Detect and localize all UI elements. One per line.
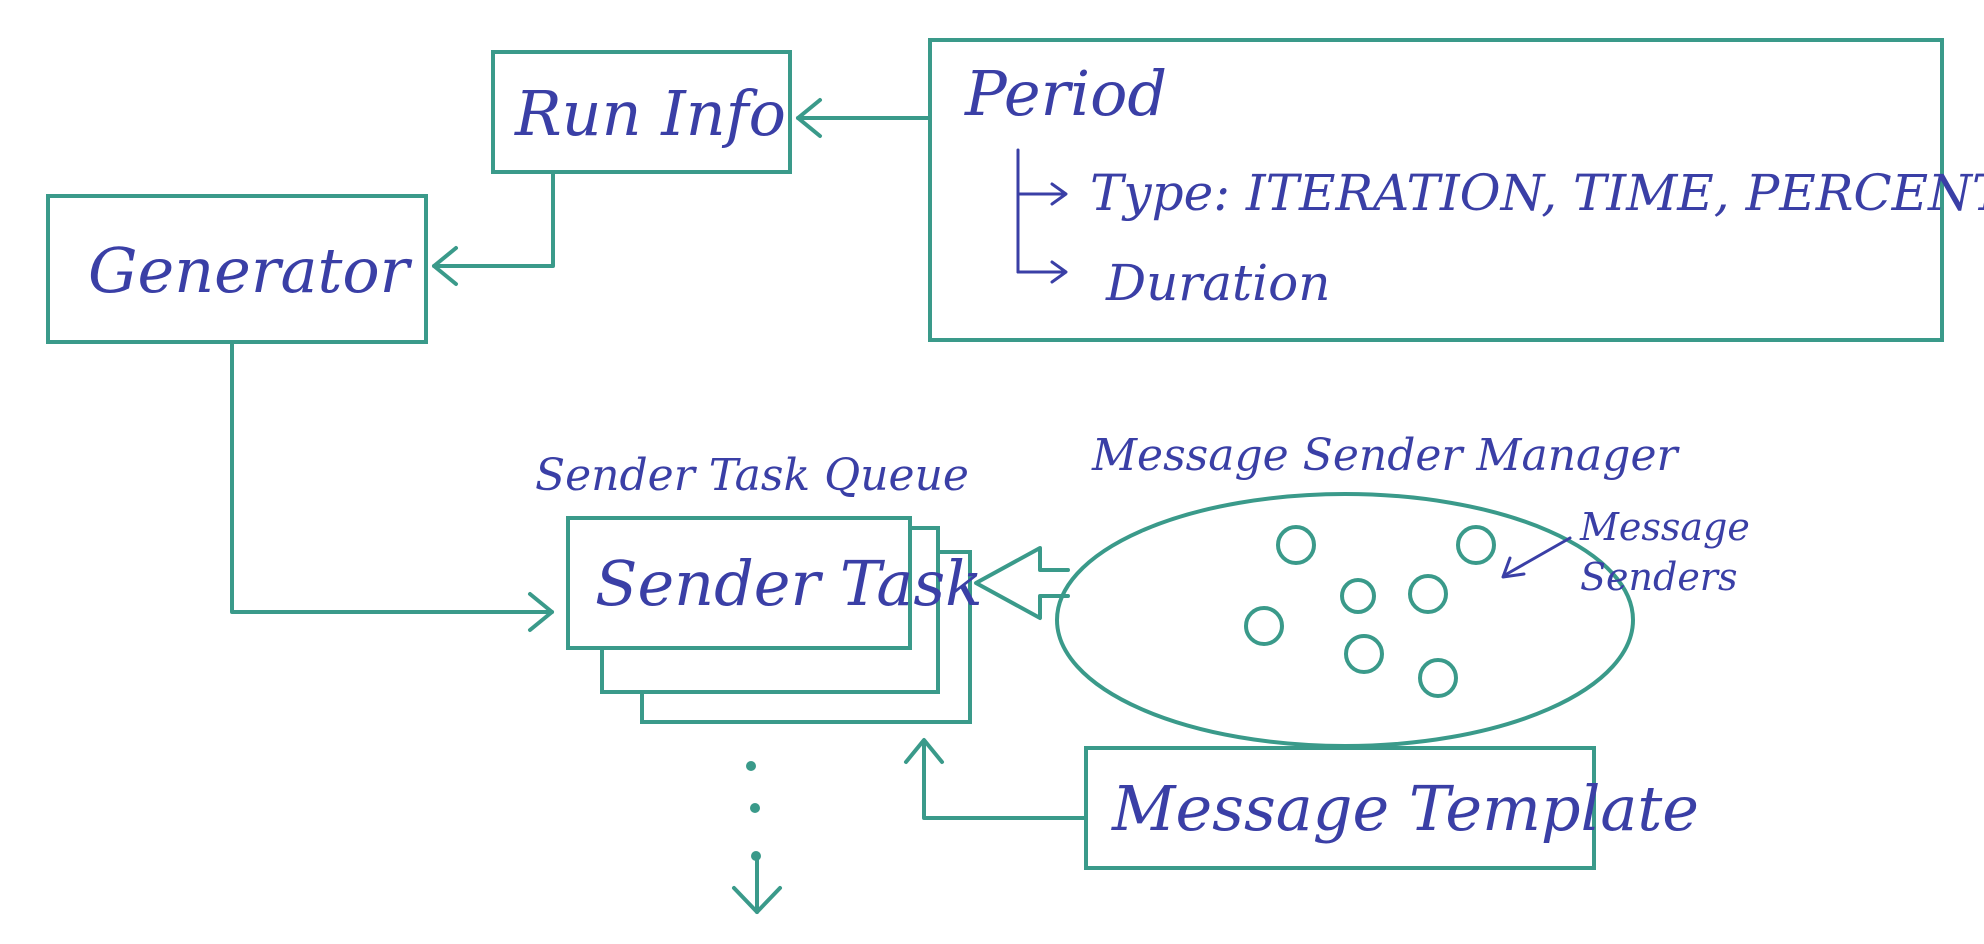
message-sender-circle xyxy=(1244,606,1284,646)
generator-label: Generator xyxy=(88,234,413,307)
message-template-node: Message Template xyxy=(1084,746,1699,870)
period-node: Period Type: ITERATION, TIME, PERCENTAGE… xyxy=(928,38,1984,342)
sender-task-queue: Sender Task xyxy=(566,516,983,724)
message-sender-manager-pool xyxy=(1055,492,1635,748)
sender-task-queue-label: Sender Task Queue xyxy=(535,450,969,501)
message-sender-circle xyxy=(1418,658,1458,698)
message-sender-circles xyxy=(1244,525,1496,698)
message-template-label: Message Template xyxy=(1111,772,1699,845)
run-info-label: Run Info xyxy=(514,77,786,150)
message-sender-circle xyxy=(1340,578,1376,614)
message-sender-circle xyxy=(1276,525,1316,565)
message-senders-label-line2: Senders xyxy=(1580,555,1737,599)
run-info-to-generator-arrow xyxy=(432,170,555,286)
period-type-line: Type: ITERATION, TIME, PERCENTAGE xyxy=(1090,164,1984,222)
period-duration-line: Duration xyxy=(1105,254,1330,312)
message-senders-label-line1: Message xyxy=(1579,505,1750,549)
period-title: Period xyxy=(964,57,1167,130)
period-to-run-info-arrow xyxy=(796,98,932,138)
queue-continuation xyxy=(732,761,782,914)
generator-to-sender-task-arrow xyxy=(230,340,554,632)
message-template-to-sender-task-arrow xyxy=(904,738,1088,820)
run-info-node: Run Info xyxy=(491,50,792,174)
message-senders-callout: Message Senders xyxy=(1501,505,1750,599)
message-sender-circle xyxy=(1408,574,1448,614)
message-sender-manager-label: Message Sender Manager xyxy=(1091,430,1680,481)
message-sender-circle xyxy=(1456,525,1496,565)
generator-node: Generator xyxy=(46,194,428,344)
message-sender-circle xyxy=(1344,634,1384,674)
manager-to-sender-task-arrow xyxy=(974,546,1070,620)
sender-task-label: Sender Task xyxy=(595,547,983,620)
